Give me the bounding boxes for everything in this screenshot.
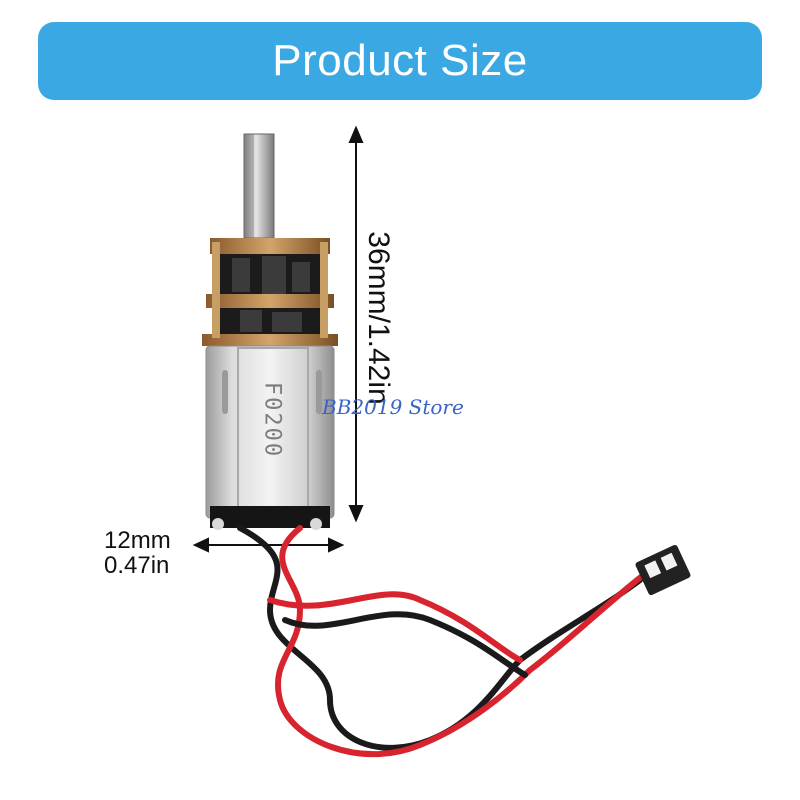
gearbox <box>202 238 338 346</box>
store-watermark: BB2019 Store <box>322 395 464 419</box>
output-shaft <box>243 133 275 239</box>
width-in-label: 0.47in <box>104 552 170 579</box>
motor-can <box>205 345 335 530</box>
jst-connector <box>635 544 691 596</box>
housing-marking: F0200 <box>259 381 285 459</box>
height-dimension-arrow <box>348 125 364 523</box>
product-size-banner: Product Size <box>38 22 762 100</box>
width-dimension-label: 12mm 0.47in <box>104 528 171 578</box>
twisted-wire-pair <box>237 525 653 758</box>
width-mm-label: 12mm <box>104 527 171 554</box>
height-dimension-label: 36mm/1.42in <box>362 231 395 405</box>
banner-title: Product Size <box>272 36 528 85</box>
